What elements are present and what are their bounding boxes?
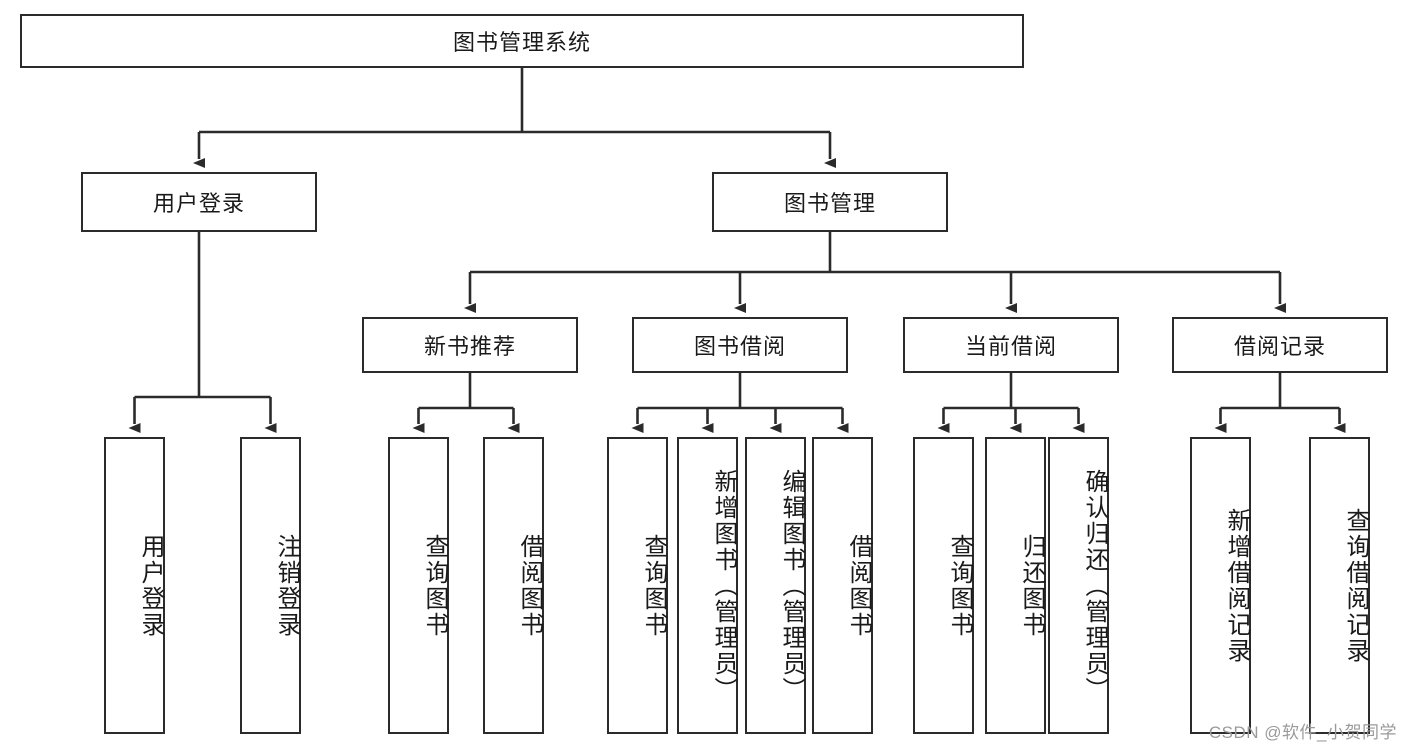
node-level3-3[interactable]: 借阅记录 <box>1172 317 1388 373</box>
node-leaf-8[interactable]: 查询图书 <box>913 437 974 734</box>
node-level3-1[interactable]: 图书借阅 <box>632 317 848 373</box>
node-level2-0-label: 用户登录 <box>152 191 245 216</box>
node-leaf-12-label: 查询借阅记录 <box>1342 507 1369 664</box>
node-leaf-2[interactable]: 查询图书 <box>388 437 449 734</box>
node-leaf-5[interactable]: 新增图书（管理员） <box>677 437 738 734</box>
node-leaf-0-label: 用户登录 <box>137 533 164 638</box>
node-leaf-9-label: 归还图书 <box>1018 533 1045 638</box>
node-level3-1-label: 图书借阅 <box>693 334 786 359</box>
node-leaf-12[interactable]: 查询借阅记录 <box>1309 437 1370 734</box>
node-level3-2-label: 当前借阅 <box>964 334 1057 359</box>
node-level2-1-label: 图书管理 <box>783 191 876 216</box>
node-leaf-9[interactable]: 归还图书 <box>985 437 1046 734</box>
node-leaf-6[interactable]: 编辑图书（管理员） <box>745 437 806 734</box>
node-leaf-1[interactable]: 注销登录 <box>240 437 301 734</box>
node-leaf-4-label: 查询图书 <box>640 533 667 638</box>
watermark: CSDN @软件_小贺同学 <box>1208 723 1397 742</box>
node-leaf-1-label: 注销登录 <box>273 533 300 638</box>
node-level3-0-label: 新书推荐 <box>423 334 516 359</box>
node-level2-1[interactable]: 图书管理 <box>712 172 948 232</box>
node-leaf-6-label: 编辑图书（管理员） <box>778 468 805 703</box>
node-leaf-3[interactable]: 借阅图书 <box>483 437 544 734</box>
node-level3-3-label: 借阅记录 <box>1233 334 1326 359</box>
node-leaf-2-label: 查询图书 <box>421 533 448 638</box>
node-leaf-5-label: 新增图书（管理员） <box>710 468 737 703</box>
node-root[interactable]: 图书管理系统 <box>20 14 1024 68</box>
node-leaf-0[interactable]: 用户登录 <box>104 437 165 734</box>
node-level2-0[interactable]: 用户登录 <box>81 172 317 232</box>
node-root-label: 图书管理系统 <box>452 30 591 55</box>
node-leaf-11-label: 新增借阅记录 <box>1223 507 1250 664</box>
node-leaf-10[interactable]: 确认归还（管理员） <box>1048 437 1109 734</box>
node-level3-2[interactable]: 当前借阅 <box>903 317 1119 373</box>
node-leaf-3-label: 借阅图书 <box>516 533 543 638</box>
node-leaf-10-label: 确认归还（管理员） <box>1081 468 1108 703</box>
node-leaf-4[interactable]: 查询图书 <box>607 437 668 734</box>
node-leaf-7[interactable]: 借阅图书 <box>812 437 873 734</box>
node-leaf-7-label: 借阅图书 <box>845 533 872 638</box>
node-leaf-8-label: 查询图书 <box>946 533 973 638</box>
node-level3-0[interactable]: 新书推荐 <box>362 317 578 373</box>
node-leaf-11[interactable]: 新增借阅记录 <box>1190 437 1251 734</box>
